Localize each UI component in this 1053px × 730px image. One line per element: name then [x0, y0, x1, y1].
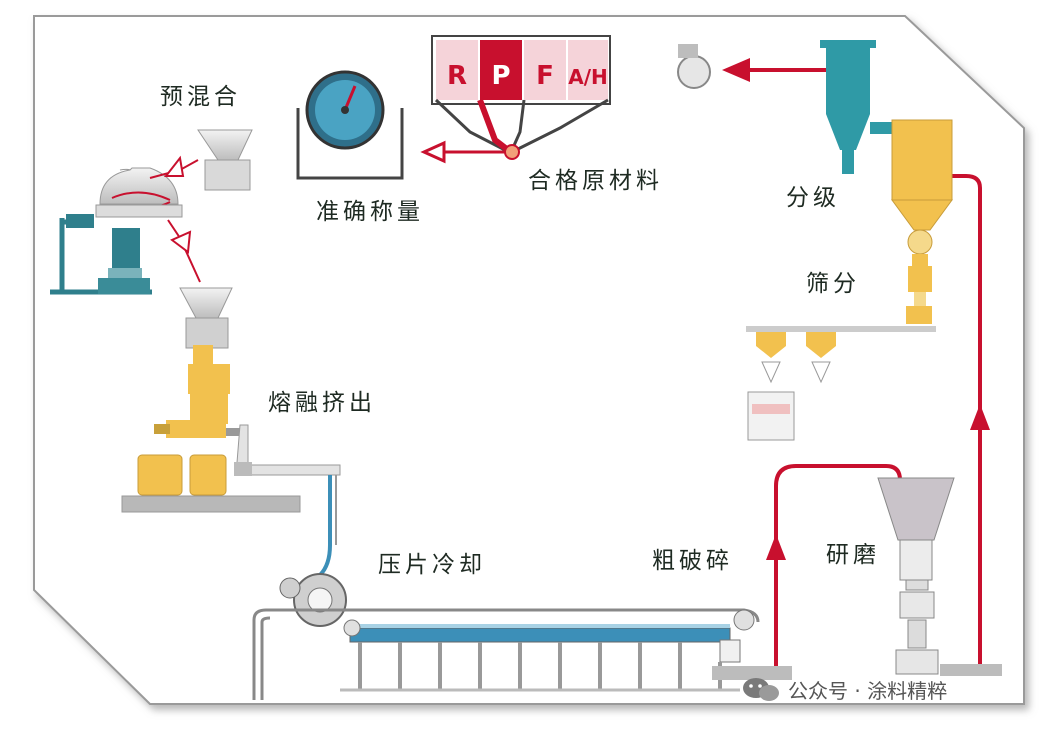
- press-cooling-belt: [252, 573, 760, 700]
- diagram-frame: [33, 15, 1025, 705]
- raw-material-hoppers: R P F A/H: [420, 35, 611, 164]
- premix-unit: [50, 129, 253, 295]
- label-premix: 预混合: [160, 84, 241, 110]
- hopper-p: [480, 40, 522, 100]
- wechat-icon: [743, 678, 779, 701]
- label-sieve: 筛分: [806, 271, 860, 297]
- hopper-letter-f: F: [536, 61, 554, 91]
- label-coarse-crush: 粗破碎: [652, 548, 733, 574]
- classifier-unit: [677, 40, 894, 174]
- hopper-letter-r: R: [447, 61, 467, 91]
- label-press-cool: 压片冷却: [378, 552, 486, 578]
- extruder-unit: [121, 287, 341, 513]
- label-weigh: 准确称量: [316, 199, 424, 225]
- weighing-scale: [296, 70, 404, 180]
- label-classify: 分级: [786, 185, 840, 211]
- watermark-text: 公众号 · 涂料精粹: [788, 678, 948, 703]
- label-grind: 研磨: [826, 542, 880, 568]
- watermark: 公众号 · 涂料精粹: [742, 674, 947, 704]
- grinding-mill: [877, 477, 955, 675]
- hopper-letter-p: P: [491, 61, 510, 91]
- label-extrude: 熔融挤出: [268, 390, 376, 416]
- hopper-letter-ah: A/H: [568, 65, 608, 89]
- feed-tube: [318, 475, 332, 577]
- label-raw-materials: 合格原材料: [528, 168, 663, 194]
- cyclone-sieve: [746, 119, 953, 441]
- cyclone-riser: [940, 174, 1002, 676]
- crush-riser: [712, 464, 902, 680]
